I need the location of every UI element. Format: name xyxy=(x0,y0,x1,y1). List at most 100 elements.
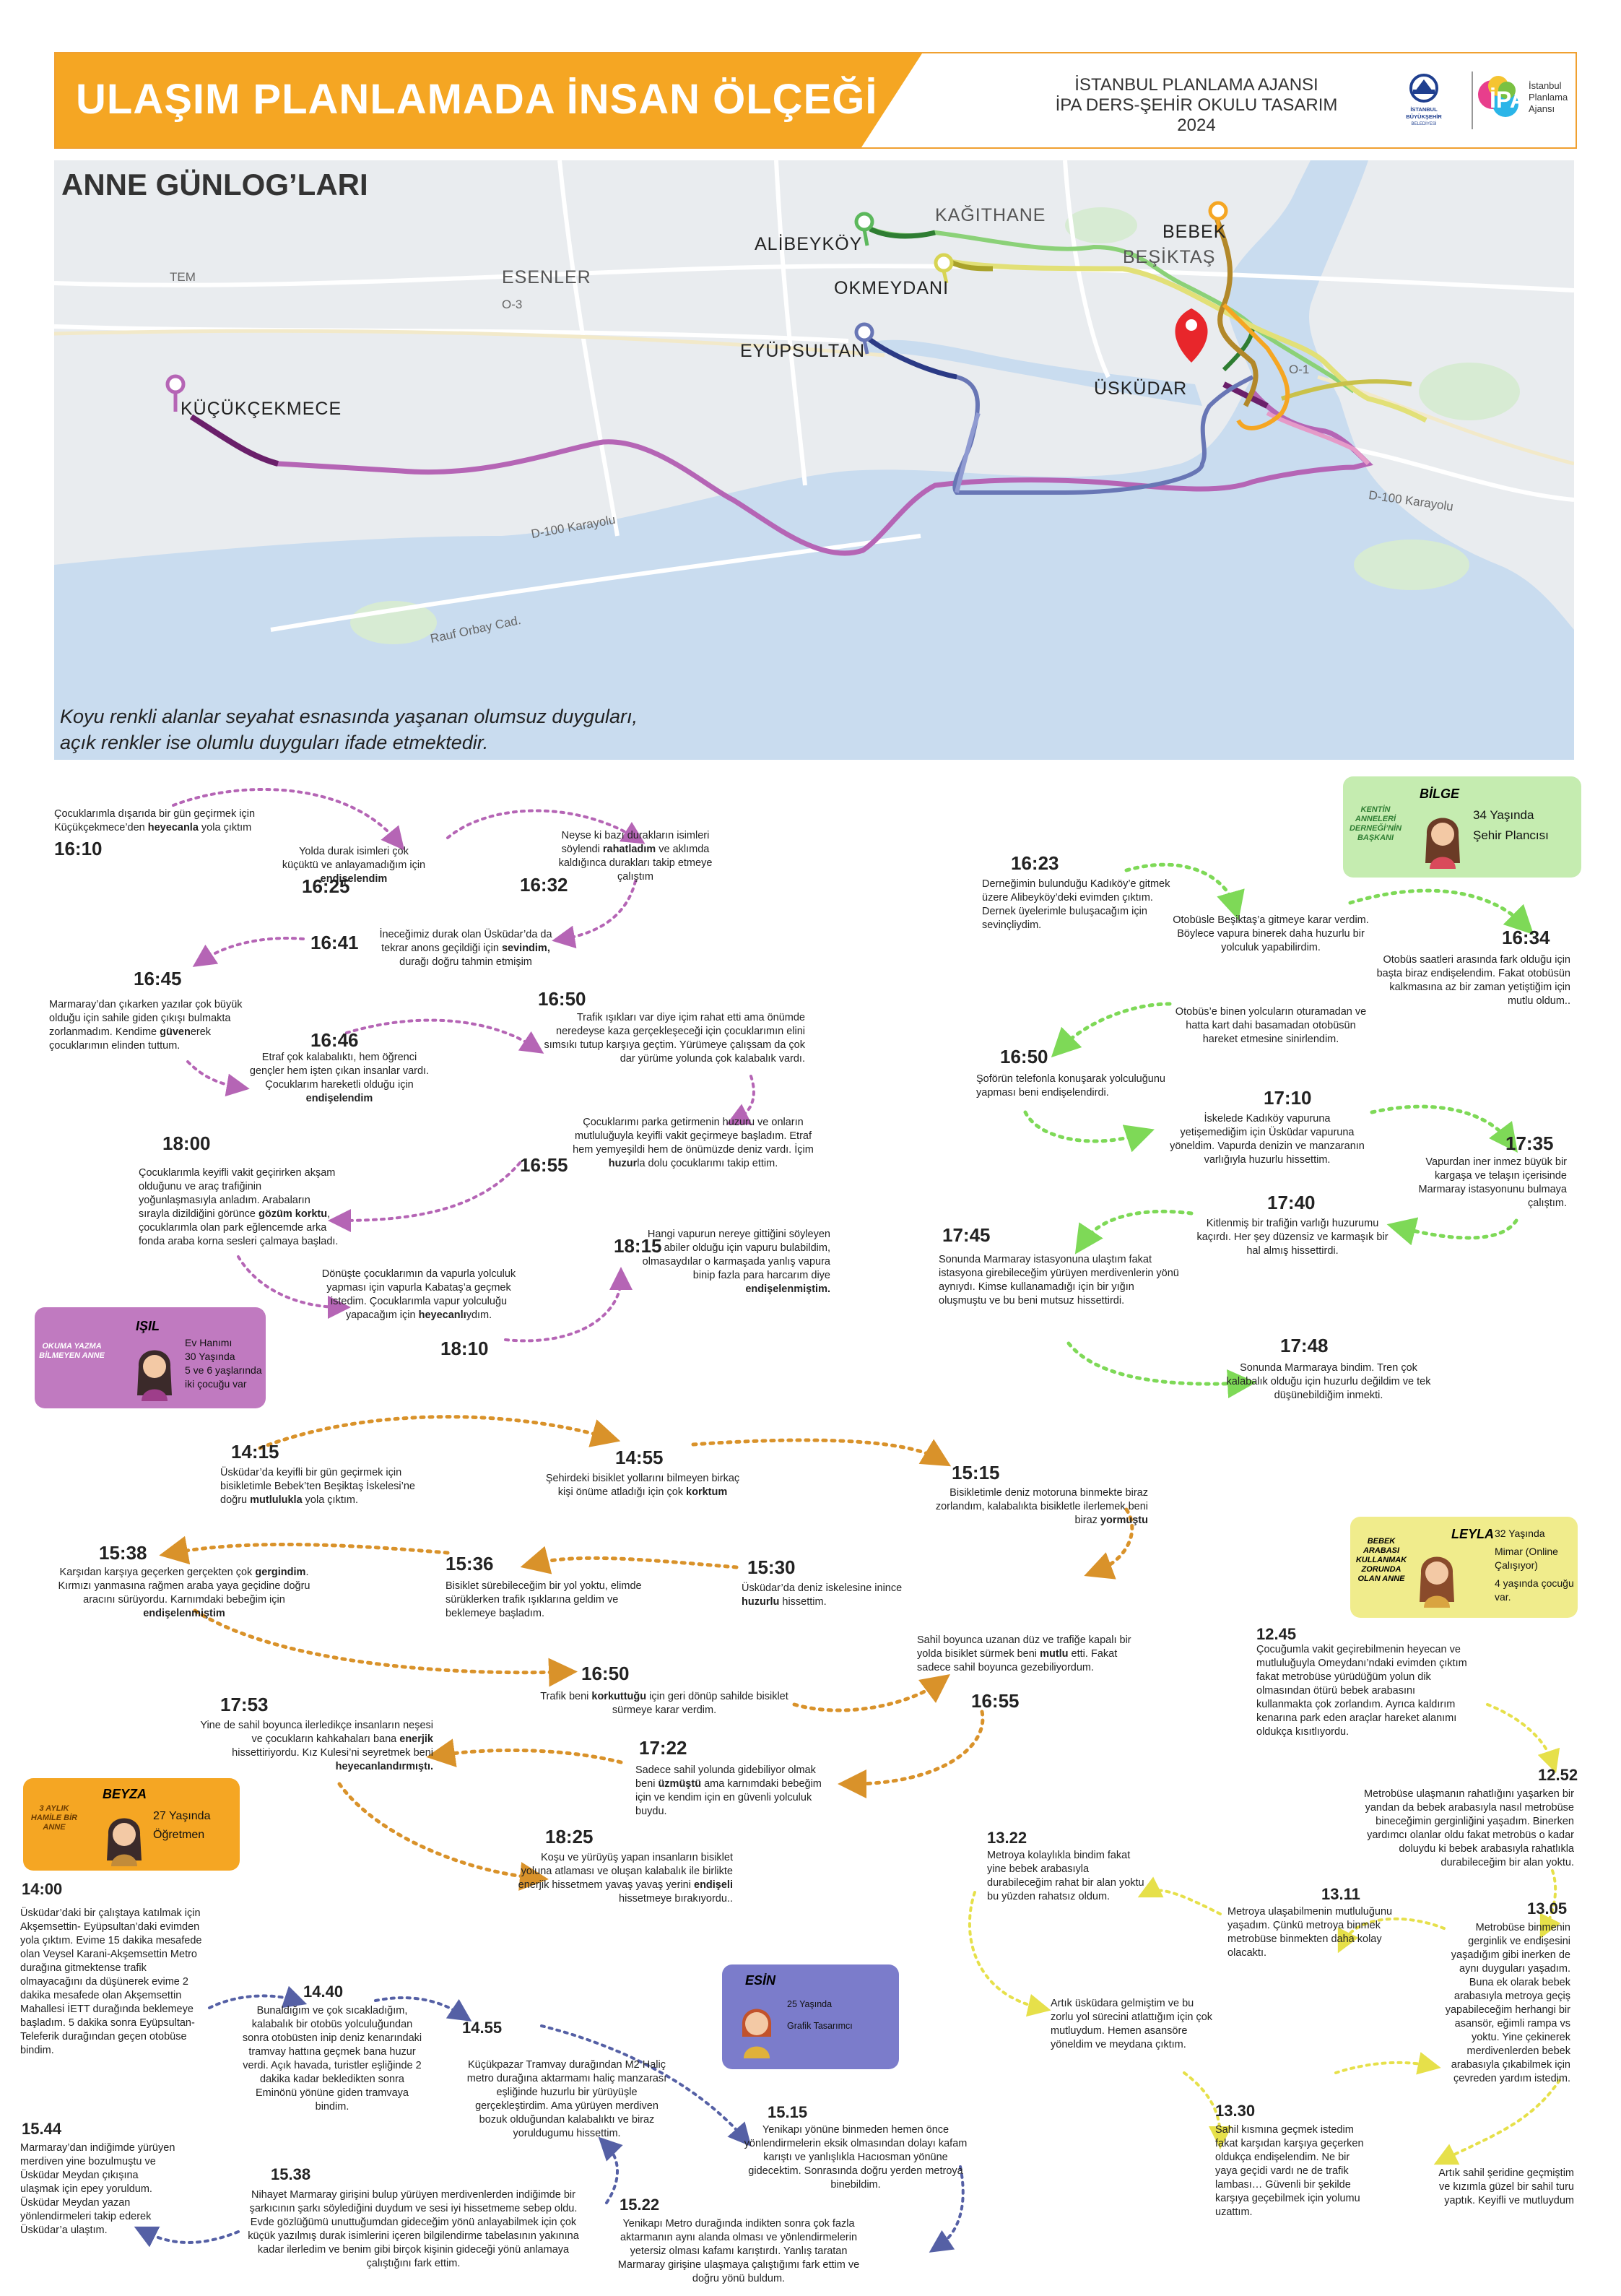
place-uskudar: ÜSKÜDAR xyxy=(1094,378,1188,399)
beyza-time-8: 16:55 xyxy=(971,1690,1020,1712)
marker-okmeydani xyxy=(934,253,954,284)
bilge-entry-6: İskelede Kadıköy vapuruna yetişemediğim … xyxy=(1170,1113,1365,1166)
leyla-entry-8: Artık sahil şeridine geçmiştim ve kızıml… xyxy=(1438,2167,1574,2206)
leyla-time-4: 13.11 xyxy=(1321,1885,1360,1903)
map-title: ANNE GÜNLOG’LARI xyxy=(61,168,368,202)
esin-entry-4: Yenikapı yönüne binmeden hemen önce yönl… xyxy=(744,2124,968,2191)
beyza-name: BEYZA xyxy=(103,1787,147,1801)
header: ULAŞIM PLANLAMADA İNSAN ÖLÇEĞİ İSTANBUL … xyxy=(54,52,1577,149)
beyza-tag: 3 AYLIK HAMİLE BİR ANNE xyxy=(30,1804,78,1832)
isil-time-11: 18:15 xyxy=(614,1235,662,1257)
org-line-3: 2024 xyxy=(1177,116,1216,135)
bilge-entry-2: Otobüsle Beşiktaş’a gitmeye karar verdim… xyxy=(1173,914,1369,953)
isil-entry-5: Marmaray’dan çıkarken yazılar çok büyük … xyxy=(49,999,243,1052)
esin-entry-1: Üsküdar’daki bir çalıştaya katılmak için… xyxy=(20,1907,202,2056)
esin-time-6: 15.38 xyxy=(271,2165,311,2183)
road-tem: TEM xyxy=(170,270,196,284)
leyla-avatar xyxy=(1417,1544,1457,1608)
beyza-entry-8: Sahil boyunca uzanan düz ve trafiğe kapa… xyxy=(917,1634,1131,1673)
bilge-time-5: 17:35 xyxy=(1505,1132,1554,1154)
isil-entry-9: Çocuklarımla keyifli vakit geçirirken ak… xyxy=(139,1167,339,1247)
isil-time-5: 16:45 xyxy=(134,968,182,989)
esin-time-2: 14.40 xyxy=(303,1983,344,2001)
isil-avatar xyxy=(134,1338,175,1401)
bilge-entry-4: Otobüs’e binen yolcuların oturamadan ve … xyxy=(1175,1006,1367,1045)
bilge-tag: KENTİN ANNELERİ DERNEĞİ’NİN BAŞKANI xyxy=(1349,805,1402,842)
road-o3: O-3 xyxy=(502,298,523,311)
beyza-time-11: 18:25 xyxy=(545,1826,594,1847)
isil-tag: OKUMA YAZMA BİLMEYEN ANNE xyxy=(39,1342,105,1360)
isil-entry-2: Yolda durak isimleri çok küçüktü ve anla… xyxy=(282,846,426,885)
beyza-badge: 3 AYLIK HAMİLE BİR ANNE BEYZA 27 Yaşında… xyxy=(23,1778,240,1871)
leyla-entry-3: Metroya kolaylıkla bindim fakat yine beb… xyxy=(987,1850,1144,1902)
marker-uskudar xyxy=(1175,308,1208,363)
leyla-time-3: 13.22 xyxy=(987,1829,1027,1847)
beyza-time-10: 17:22 xyxy=(639,1737,687,1759)
marker-bebek xyxy=(1208,201,1228,233)
beyza-entry-11: Koşu ve yürüyüş yapan insanların bisikle… xyxy=(518,1852,733,1905)
org-line-2: İPA DERS-ŞEHİR OKULU TASARIM xyxy=(1055,95,1338,115)
isil-entry-7: Trafik ışıkları var diye içim rahat etti… xyxy=(544,1012,805,1065)
marker-eyupsultan xyxy=(854,322,874,355)
bilge-time-3: 16:50 xyxy=(1000,1046,1048,1067)
svg-text:İstanbul: İstanbul xyxy=(1529,80,1562,91)
beyza-time-4: 15:38 xyxy=(99,1542,147,1564)
beyza-entry-5: Bisiklet sürebileceğim bir yol yoktu, el… xyxy=(446,1580,642,1619)
bilge-entry-5: Şoförün telefonla konuşarak yolculuğunu … xyxy=(976,1073,1165,1099)
leyla-entry-4: Metroya ulaşabilmenin mutluluğunu yaşadı… xyxy=(1227,1906,1393,1959)
ibb-logo: İSTANBUL BÜYÜKŞEHİR BELEDİYESİ xyxy=(1391,68,1456,133)
bilge-entry-9: Sonunda Marmaray istasyonuna ulaştım fak… xyxy=(939,1254,1179,1307)
bilge-entry-1: Derneğimin bulunduğu Kadıköy’e gitmek üz… xyxy=(982,878,1170,931)
isil-time-3: 16:32 xyxy=(520,874,568,896)
place-kagithane: KAĞITHANE xyxy=(935,205,1046,225)
isil-entry-3: Neyse ki bazı durakların isimleri söylen… xyxy=(558,830,713,883)
isil-time-4: 16:41 xyxy=(310,932,359,953)
leyla-entry-7: Sahil kısmına geçmek istedim fakat karşı… xyxy=(1215,2124,1364,2218)
isil-time-9: 18:00 xyxy=(162,1132,211,1154)
beyza-time-2: 14:55 xyxy=(615,1447,664,1468)
bilge-time-4: 17:10 xyxy=(1264,1087,1312,1109)
svg-text:BELEDİYESİ: BELEDİYESİ xyxy=(1411,121,1436,126)
esin-avatar xyxy=(736,1993,777,2058)
bilge-name: BİLGE xyxy=(1420,787,1460,801)
isil-entry-1: Çocuklarımla dışarıda bir gün geçirmek i… xyxy=(54,808,256,833)
beyza-entry-2: Şehirdeki bisiklet yollarını bilmeyen bi… xyxy=(545,1473,740,1498)
marker-kucukcekmece xyxy=(165,374,186,412)
leyla-entry-5: Metrobüse binmenin gerginlik ve endişesi… xyxy=(1445,1922,1570,2084)
beyza-time-7: 16:50 xyxy=(581,1663,630,1684)
place-bebek: BEBEK xyxy=(1162,222,1227,242)
organization-text: İSTANBUL PLANLAMA AJANSI İPA DERS-ŞEHİR … xyxy=(1016,75,1377,136)
place-alibeykoy: ALİBEYKÖY xyxy=(755,234,863,254)
beyza-time-3: 15:15 xyxy=(952,1462,1000,1483)
leyla-tag: BEBEK ARABASI KULLANMAK ZORUNDA OLAN ANN… xyxy=(1355,1537,1407,1583)
beyza-entry-10: Sadece sahil yolunda gidebiliyor olmak b… xyxy=(635,1764,822,1817)
beyza-entry-4: Karşıdan karşıya geçerken gerçekten çok … xyxy=(58,1567,310,1619)
isil-entry-10: Dönüşte çocuklarımın da vapurla yolculuk… xyxy=(321,1268,516,1321)
bilge-time-2: 16:34 xyxy=(1502,927,1550,948)
bilge-entry-3: Otobüs saatleri arasında fark olduğu içi… xyxy=(1376,954,1570,1007)
leyla-entry-6: Artık üsküdara gelmiştim ve bu zorlu yol… xyxy=(1051,1998,1213,2050)
esin-entry-2: Bunaldığım ve çok sıcakladığım, kalabalı… xyxy=(242,2005,422,2113)
beyza-entry-1: Üsküdar’da keyifli bir gün geçirmek için… xyxy=(220,1467,415,1506)
esin-time-4: 15.15 xyxy=(768,2103,808,2121)
esin-entry-5: Marmaray’dan indiğimde yürüyen merdiven … xyxy=(20,2142,175,2236)
leyla-time-2: 12.52 xyxy=(1538,1766,1578,1784)
beyza-entry-7: Trafik beni korkuttuğu için geri dönüp s… xyxy=(540,1691,788,1716)
leyla-time-5: 13.05 xyxy=(1527,1899,1568,1918)
isil-time-1: 16:10 xyxy=(54,838,103,859)
place-okmeydani: OKMEYDANI xyxy=(834,278,949,298)
beyza-avatar xyxy=(104,1806,144,1866)
esin-entry-6: Nihayet Marmaray girişini bulup yürüyen … xyxy=(248,2189,579,2269)
map-caption: Koyu renkli alanlar seyahat esnasında ya… xyxy=(60,703,854,755)
esin-time-5: 15.44 xyxy=(22,2120,62,2138)
esin-time-1: 14:00 xyxy=(22,1880,63,1898)
isil-time-8: 16:55 xyxy=(520,1154,568,1176)
place-besiktas: BEŞİKTAŞ xyxy=(1123,247,1216,267)
leyla-time-6: 13.30 xyxy=(1215,2102,1256,2120)
bilge-time-8: 17:48 xyxy=(1280,1335,1329,1356)
leyla-entry-1: Çocuğumla vakit geçirebilmenin heyecan v… xyxy=(1256,1644,1467,1738)
esin-time-3: 14.55 xyxy=(462,2019,503,2037)
